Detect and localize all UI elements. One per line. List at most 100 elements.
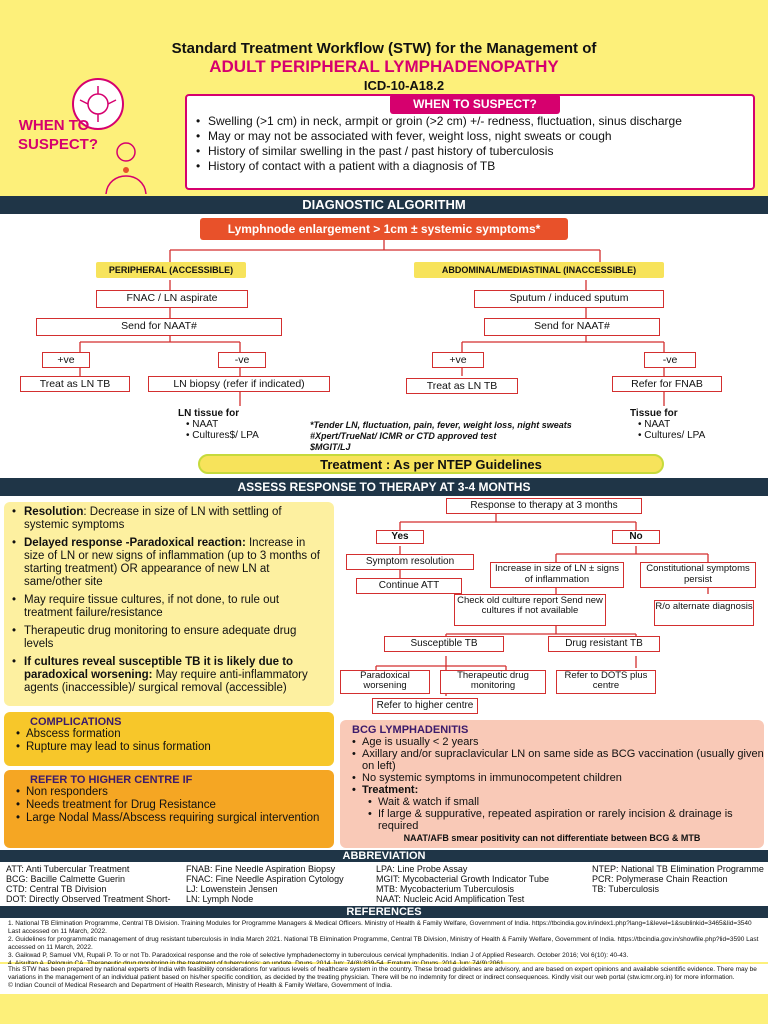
abbr-col-2: FNAB: Fine Needle Aspiration Biopsy FNAC… <box>186 864 371 904</box>
left-naat-box: Send for NAAT# <box>36 318 282 336</box>
list-item: If large & suppurative, repeated aspirat… <box>368 808 764 832</box>
left-treat-box: Treat as LN TB <box>20 376 130 392</box>
note-line: *Tender LN, fluctuation, pain, fever, we… <box>310 420 572 430</box>
abbr-item: FNAB: Fine Needle Aspiration Biopsy <box>186 864 336 874</box>
ln-tissue-item: • Cultures$/ LPA <box>186 430 259 441</box>
paradoxical-box: Paradoxical worsening <box>340 670 430 694</box>
assess-points-box: Resolution: Decrease in size of LN with … <box>4 502 334 706</box>
bcg-box: BCG LYMPHADENITIS Age is usually < 2 yea… <box>340 720 764 848</box>
higher-centre-box: Refer to higher centre <box>372 698 478 714</box>
abbr-item: LJ: Lowenstein Jensen <box>186 884 278 894</box>
list-item: Abscess formation <box>16 728 334 741</box>
right-positive-box: +ve <box>432 352 484 368</box>
sputum-box: Sputum / induced sputum <box>474 290 664 308</box>
abbreviation-area: ATT: Anti Tubercular Treatment BCG: Baci… <box>0 862 768 914</box>
abbr-item: BCG: Bacille Calmette Guerin <box>6 874 126 884</box>
bcg-heading: BCG LYMPHADENITIS <box>352 724 469 736</box>
body-illustration <box>96 140 156 196</box>
list-item: History of similar swelling in the past … <box>196 144 751 158</box>
note-line: $MGIT/LJ <box>310 442 351 452</box>
reference-item: 3. Gaikwad P, Samuel VM, Rupali P. To or… <box>8 952 629 959</box>
reference-item: 1. National TB Elimination Programme, Ce… <box>8 920 752 935</box>
assess-heading: ASSESS RESPONSE TO THERAPY AT 3-4 MONTHS <box>0 478 768 496</box>
refer-box: REFER TO HIGHER CENTRE IF Non responders… <box>4 770 334 848</box>
constitutional-box: Constitutional symptoms persist <box>640 562 756 588</box>
algorithm-notes: *Tender LN, fluctuation, pain, fever, we… <box>310 420 610 453</box>
abbr-item: LPA: Line Probe Assay <box>376 864 468 874</box>
reference-item: 2. Guidelines for programmatic managemen… <box>8 936 759 951</box>
tdm-box: Therapeutic drug monitoring <box>440 670 546 694</box>
abbr-item: FNAC: Fine Needle Aspiration Cytology <box>186 874 344 884</box>
list-item: No systemic symptoms in immunocompetent … <box>352 772 764 784</box>
tissue-item: • NAAT <box>638 419 671 430</box>
assess-point: If cultures reveal susceptible TB it is … <box>12 656 328 695</box>
abbr-item: MTB: Mycobacterium Tuberculosis <box>376 884 515 894</box>
susceptible-tb-box: Susceptible TB <box>384 636 504 652</box>
abbr-item: CTD: Central TB Division <box>6 884 107 894</box>
list-item: Non responders <box>16 786 334 799</box>
ln-biopsy-box: LN biopsy (refer if indicated) <box>148 376 330 392</box>
abbr-item: LN: Lymph Node <box>186 894 254 904</box>
tissue-title: Tissue for <box>630 408 678 419</box>
reference-item: 4. Aisultan A, Peloquin CA. Therapeutic … <box>8 960 760 968</box>
when-to-suspect-label: WHEN TO SUSPECT? <box>18 117 99 153</box>
check-culture-box: Check old culture report Send new cultur… <box>454 594 606 626</box>
assess-point: Resolution: Decrease in size of LN with … <box>12 506 328 532</box>
right-treat-box: Treat as LN TB <box>406 378 518 394</box>
list-item: Axillary and/or supraclavicular LN on sa… <box>352 748 764 772</box>
suspect-heading: WHEN TO SUSPECT? <box>390 94 560 114</box>
footer-disclaimer: This STW has been prepared by national e… <box>0 964 768 994</box>
right-negative-box: -ve <box>644 352 696 368</box>
list-item: History of contact with a patient with a… <box>196 159 751 173</box>
footer-band <box>0 994 768 1024</box>
left-positive-box: +ve <box>42 352 90 368</box>
copyright-text: © Indian Council of Medical Research and… <box>8 982 393 989</box>
symptom-resolution-box: Symptom resolution <box>346 554 474 570</box>
page-subtitle: ADULT PERIPHERAL LYMPHADENOPATHY <box>209 57 559 76</box>
list-item: Wait & watch if small <box>368 796 764 808</box>
algorithm-area <box>0 214 768 480</box>
assess-point: Delayed response -Paradoxical reaction: … <box>12 537 328 589</box>
list-item: Treatment: <box>352 784 764 796</box>
list-item: Swelling (>1 cm) in neck, armpit or groi… <box>196 114 751 128</box>
increase-box: Increase in size of LN ± signs of inflam… <box>490 562 624 588</box>
right-naat-box: Send for NAAT# <box>484 318 660 336</box>
abbr-col-3: LPA: Line Probe Assay MGIT: Mycobacteria… <box>376 864 586 904</box>
assess-point: May require tissue cultures, if not done… <box>12 594 328 620</box>
flow-connectors <box>79 240 665 406</box>
left-negative-box: -ve <box>218 352 266 368</box>
tissue-block: Tissue for • NAAT • Cultures/ LPA <box>630 408 750 441</box>
references-heading: REFERENCES <box>0 906 768 918</box>
abbr-item: MGIT: Mycobacterial Growth Indicator Tub… <box>376 874 550 884</box>
treatment-banner: Treatment : As per NTEP Guidelines <box>198 454 664 474</box>
response-box: Response to therapy at 3 months <box>446 498 642 514</box>
abbr-item: ATT: Anti Tubercular Treatment <box>6 864 130 874</box>
abbr-item: PCR: Polymerase Chain Reaction <box>592 874 728 884</box>
page-title: Standard Treatment Workflow (STW) for th… <box>171 40 597 57</box>
list-item: Needs treatment for Drug Resistance <box>16 799 334 812</box>
complications-box: COMPLICATIONS Abscess formation Rupture … <box>4 712 334 766</box>
list-item: Age is usually < 2 years <box>352 736 764 748</box>
dots-plus-box: Refer to DOTS plus centre <box>556 670 656 694</box>
list-item: May or may not be associated with fever,… <box>196 129 751 143</box>
continue-att-box: Continue ATT <box>356 578 462 594</box>
references-list: 1. National TB Elimination Programme, Ce… <box>0 918 768 967</box>
bcg-note: NAAT/AFB smear positivity can not differ… <box>403 833 701 843</box>
icd-code: ICD-10-A18.2 <box>363 78 445 93</box>
complications-heading: COMPLICATIONS <box>30 716 122 728</box>
abbr-col-4: NTEP: National TB Elimination Programme … <box>592 864 764 894</box>
tissue-item: • Cultures/ LPA <box>638 430 706 441</box>
abbr-item: TB: Tuberculosis <box>592 884 660 894</box>
alternate-diagnosis-box: R/o alternate diagnosis <box>654 600 754 626</box>
ln-tissue-title: LN tissue for <box>178 408 240 419</box>
diagnostic-algorithm-heading: DIAGNOSTIC ALGORITHM <box>0 196 768 214</box>
abbr-item: NTEP: National TB Elimination Programme <box>592 864 764 874</box>
lymph-node-icon <box>72 78 124 130</box>
no-box: No <box>612 530 660 544</box>
list-item: Large Nodal Mass/Abscess requiring surgi… <box>16 812 334 825</box>
abdominal-tag: ABDOMINAL/MEDIASTINAL (INACCESSIBLE) <box>414 262 664 278</box>
drug-resistant-box: Drug resistant TB <box>548 636 660 652</box>
yes-box: Yes <box>376 530 424 544</box>
lymphnode-enlargement-box: Lymphnode enlargement > 1cm ± systemic s… <box>200 218 568 240</box>
abbr-item: NAAT: Nucleic Acid Amplification Test <box>376 894 525 904</box>
